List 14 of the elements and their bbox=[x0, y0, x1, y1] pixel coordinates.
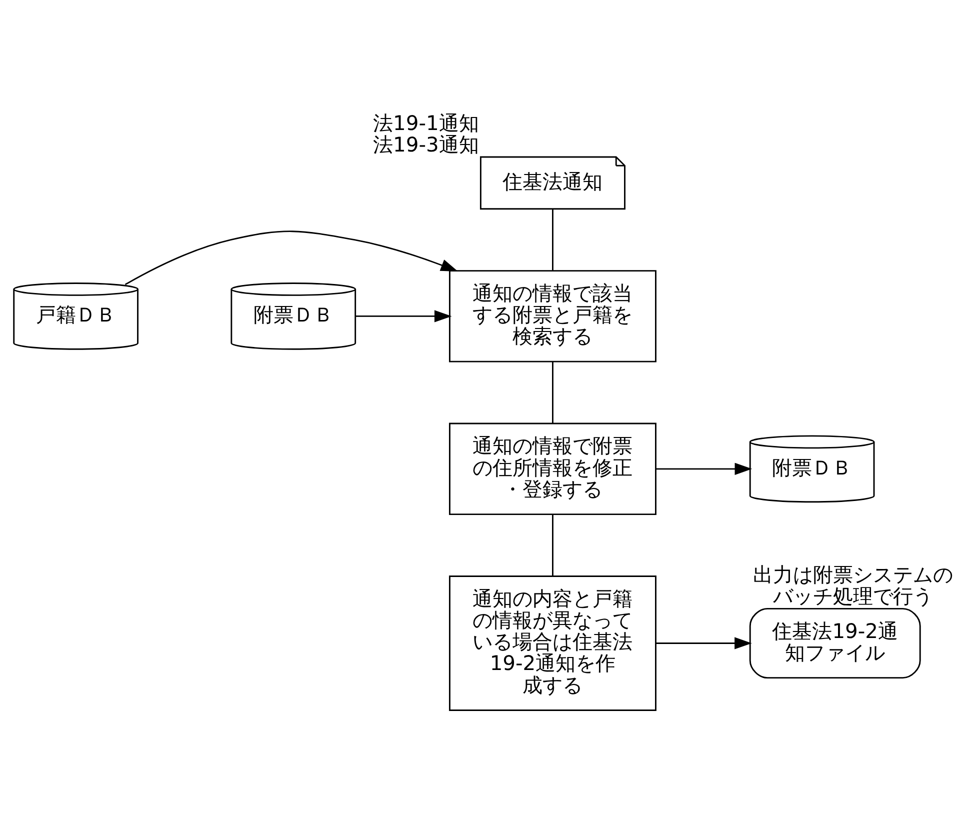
connector bbox=[552, 362, 554, 424]
node-label: 法19-1通知 bbox=[373, 110, 479, 135]
node-box: 通知の内容と戸籍の情報が異なっている場合は住基法19-2通知を作成する bbox=[448, 576, 656, 711]
node-box: 通知の情報で附票の住所情報を修正・登録する bbox=[448, 422, 656, 516]
arrow bbox=[656, 637, 752, 650]
node-box: 通知の情報で該当する附票と戸籍を検索する bbox=[448, 270, 656, 362]
connector bbox=[552, 208, 554, 271]
node-box: 住基法19-2通知ファイル bbox=[749, 608, 921, 679]
node-label: 法19-3通知 bbox=[373, 132, 479, 157]
arrow bbox=[124, 230, 458, 286]
connector bbox=[552, 514, 554, 576]
arrow bbox=[356, 310, 452, 322]
node-label: 出力は附票システムのバッチ処理で行う bbox=[753, 562, 954, 608]
arrow bbox=[656, 462, 752, 475]
